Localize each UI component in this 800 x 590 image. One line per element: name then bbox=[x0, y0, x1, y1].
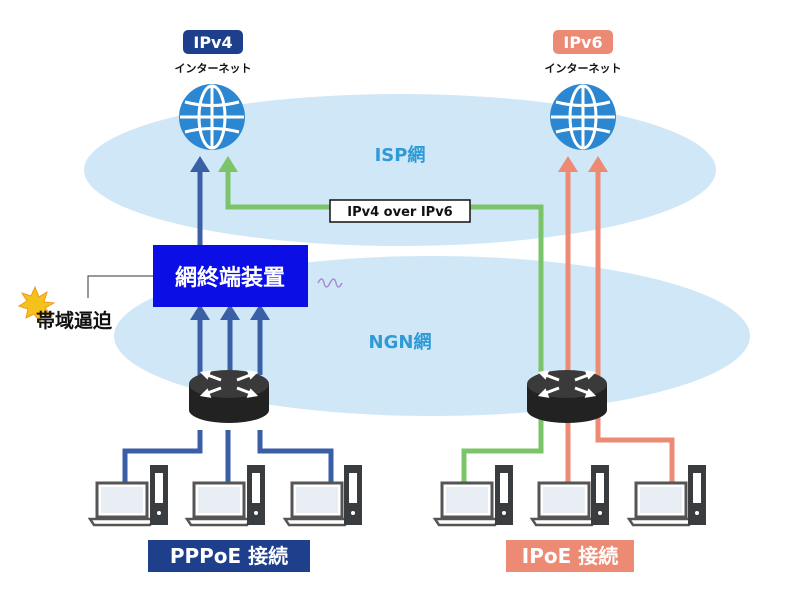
network-terminal-label: 網終端装置 bbox=[175, 265, 285, 291]
tunnel-arrowhead bbox=[218, 156, 238, 172]
burst-icon bbox=[17, 285, 56, 324]
laptop-icon bbox=[88, 481, 156, 527]
tower-pc-icon bbox=[495, 465, 513, 525]
ipv4-globe-icon bbox=[177, 82, 247, 152]
tunnel-label: IPv4 over IPv6 bbox=[347, 205, 452, 220]
pppoe-lines bbox=[122, 170, 334, 488]
ipv6-internet-label: インターネット bbox=[545, 62, 622, 75]
ngn-router-left-icon bbox=[187, 368, 271, 425]
pppoe-label-box bbox=[148, 540, 310, 572]
tower-pc-icon bbox=[591, 465, 609, 525]
isp-network-label: ISP網 bbox=[375, 144, 426, 166]
tower-pc-icon bbox=[688, 465, 706, 525]
congestion-leader bbox=[87, 275, 153, 298]
pppoe-arrowheads bbox=[190, 156, 270, 320]
ipoe-label-box bbox=[506, 540, 634, 572]
ipv6-badge bbox=[553, 30, 613, 54]
tunnel-label-box bbox=[329, 199, 471, 223]
ipv4-badge bbox=[183, 30, 243, 54]
isp-network-cloud bbox=[84, 94, 716, 246]
ngn-router-right-icon bbox=[525, 368, 609, 425]
laptop-icon bbox=[530, 481, 598, 527]
laptop-icon bbox=[283, 481, 351, 527]
ipoe-lines bbox=[565, 170, 675, 488]
laptop-icon bbox=[185, 481, 253, 527]
tunnel-line bbox=[225, 170, 544, 488]
ipv6-badge-label: IPv6 bbox=[563, 33, 602, 52]
coil-icon bbox=[317, 278, 343, 288]
ipoe-arrowheads bbox=[558, 156, 608, 172]
ngn-network-label: NGN網 bbox=[369, 331, 432, 353]
ipv6-globe-icon bbox=[548, 82, 618, 152]
laptop-icon bbox=[433, 481, 501, 527]
ipv4-internet-label: インターネット bbox=[175, 62, 252, 75]
network-terminal-device bbox=[153, 245, 308, 307]
laptop-icon bbox=[627, 481, 695, 527]
ipv4-badge-label: IPv4 bbox=[193, 33, 232, 52]
pppoe-label: PPPoE 接続 bbox=[170, 544, 288, 568]
ipoe-label: IPoE 接続 bbox=[522, 544, 618, 568]
congestion-label: 帯域逼迫 bbox=[36, 309, 112, 332]
tower-pc-icon bbox=[247, 465, 265, 525]
tower-pc-icon bbox=[344, 465, 362, 525]
tower-pc-icon bbox=[150, 465, 168, 525]
